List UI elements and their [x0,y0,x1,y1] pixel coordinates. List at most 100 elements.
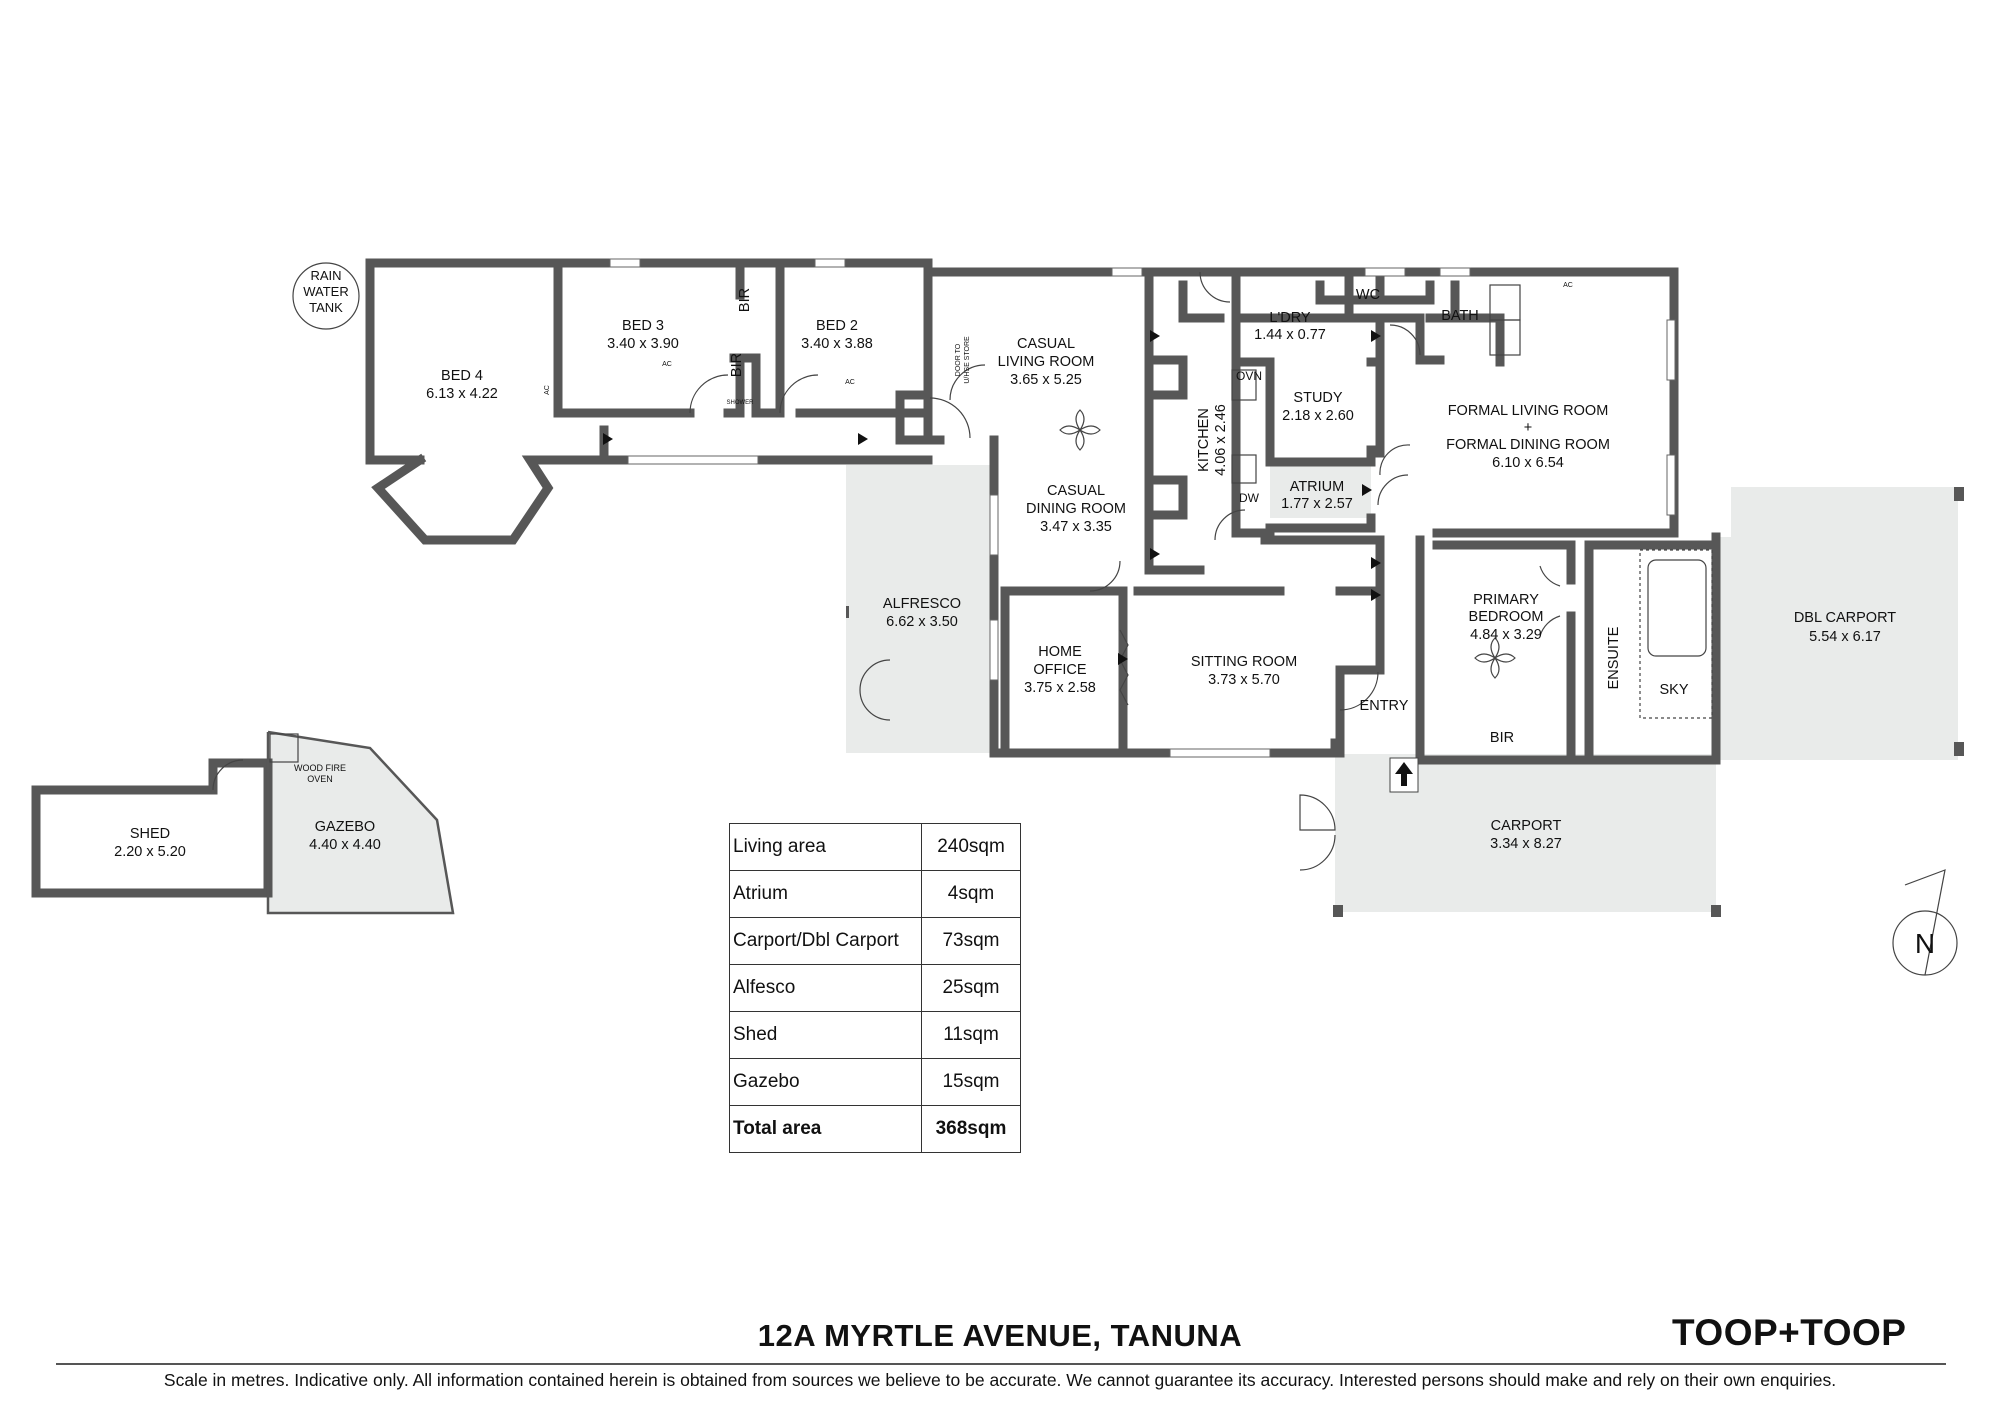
door [949,364,986,401]
room-kitchen: KITCHEN4.06 x 2.46 [1196,404,1229,476]
window [1364,267,1406,277]
total-value: 368sqm [921,1105,1021,1153]
alfresco-area [846,465,994,753]
room-primary-bir: BIR [1490,730,1514,746]
kitchen-walls [1144,267,1425,600]
area-label: Living area [729,823,922,871]
door [1379,444,1411,476]
door [689,374,729,414]
entry-arrow [1395,762,1413,786]
ac-label: AC [662,361,672,368]
ac-label: AC [845,379,855,386]
door-arrow [1371,330,1381,342]
area-label: Carport/Dbl Carport [729,917,922,965]
north-label: N [1915,928,1935,959]
sink [1231,454,1257,484]
window [989,494,999,556]
rain-water-tank [292,262,360,330]
rain-tank-label: WATER [303,284,349,299]
window [989,619,999,681]
door [1214,509,1246,541]
shower-label: SHOWER [727,400,755,406]
window [1666,454,1676,516]
dblcarport-post-a [1954,487,1964,501]
rain-tank-label: TANK [309,300,343,315]
door [859,659,891,721]
door [1539,565,1561,587]
total-label: Total area [729,1105,922,1153]
door [1539,615,1561,637]
rain-tank-label: RAIN [310,268,341,283]
door [1339,671,1379,711]
area-value: 25sqm [921,964,1021,1012]
door [1299,794,1336,831]
door-arrow [603,433,613,445]
dbl-carport-area [1716,487,1958,760]
door-arrow [1150,330,1160,342]
gazebo-area [268,732,453,913]
window [1111,267,1143,277]
room-entry: ENTRY [1360,698,1409,714]
area-label: Shed [729,1011,922,1059]
door-arrow [1118,653,1128,665]
wood-fire-oven [269,733,299,763]
door [1089,560,1121,592]
primary-suite-walls [1415,532,1721,765]
door-arrow [1371,589,1381,601]
north-needle [1904,869,1946,976]
ceiling-fan [1059,409,1101,451]
atrium-area [1270,462,1371,518]
room-bath: BATH [1441,308,1479,324]
area-value: 4sqm [921,870,1021,918]
window [609,258,641,268]
window [1666,319,1676,381]
window [814,258,846,268]
dishwasher-label: DW [1239,491,1260,505]
bir-label: BIR [729,353,745,377]
bir-label: BIR [737,288,753,312]
window [627,455,759,465]
laundry-tub [1489,319,1521,356]
door [1377,474,1409,506]
door [1199,271,1231,303]
ac-label: AC [544,385,551,395]
ceiling-fan [1474,637,1516,679]
area-value: 240sqm [921,823,1021,871]
door [1299,834,1336,871]
bath-walls [1375,280,1505,367]
carport-area [1335,754,1716,912]
door-arrow [1371,557,1381,569]
door [929,397,971,439]
gazebo-outline [266,730,455,915]
disclaimer: Scale in metres. Indicative only. All in… [163,1370,1837,1390]
area-label: Alfesco [729,964,922,1012]
bed-wing-walls [365,258,933,545]
room-ensuite: ENSUITE [1606,626,1622,689]
door-arrow [1362,484,1372,496]
door [1389,324,1421,356]
door-arrow [858,433,868,445]
